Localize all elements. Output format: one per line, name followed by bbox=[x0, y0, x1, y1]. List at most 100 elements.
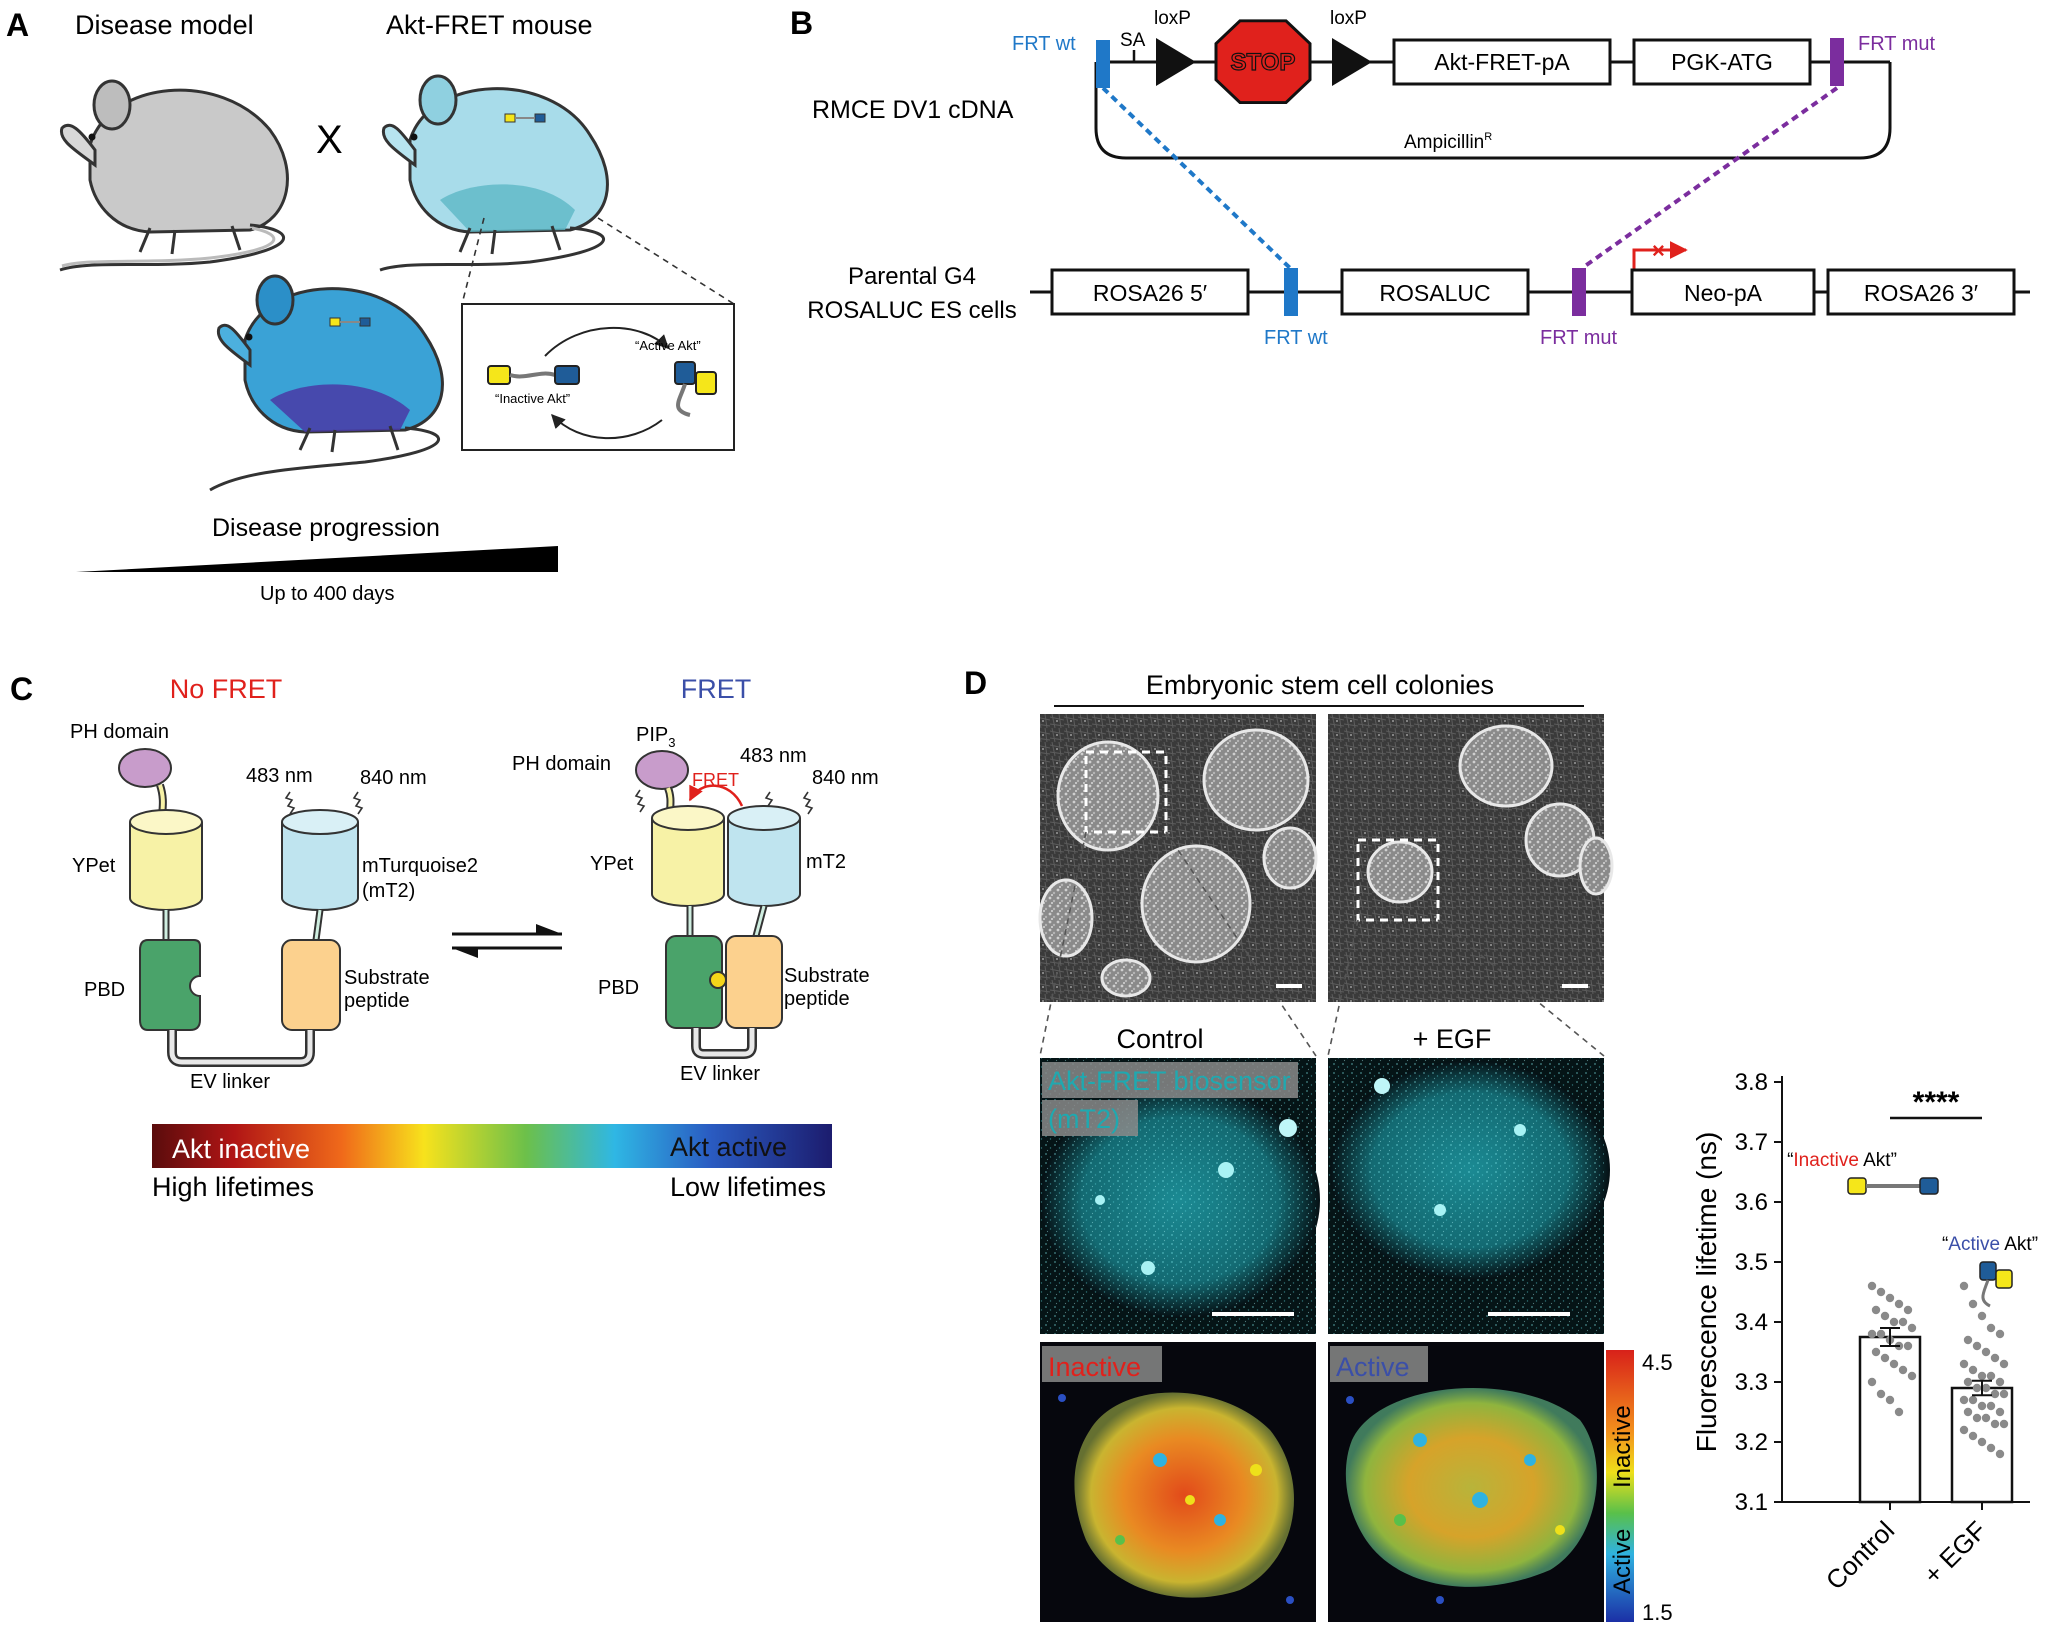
inset-active-akt-label: “Active Akt” bbox=[635, 338, 701, 353]
inactive-akt-annotation: “Inactive Akt” bbox=[1787, 1150, 1897, 1171]
y-tick-label: 3.6 bbox=[1735, 1189, 1768, 1216]
data-point bbox=[1968, 1395, 1978, 1405]
y-tick-label: 3.7 bbox=[1735, 1129, 1768, 1156]
data-point bbox=[1986, 1443, 1996, 1453]
rmce-dv1-cdna-label: RMCE DV1 cDNA bbox=[812, 96, 1014, 124]
biosensor-label-1: Akt-FRET biosensor bbox=[1048, 1066, 1291, 1096]
data-point bbox=[1999, 1389, 2009, 1399]
data-point bbox=[1977, 1311, 1987, 1321]
y-tick-label: 3.5 bbox=[1735, 1249, 1768, 1276]
biosensor-image-egf bbox=[1328, 1058, 1610, 1334]
frt-mut-top-label: FRT mut bbox=[1858, 33, 1935, 55]
data-point bbox=[1968, 1299, 1978, 1309]
data-point bbox=[1995, 1377, 2005, 1387]
mturquoise2-label: mTurquoise2 bbox=[362, 855, 478, 877]
scale-bottom-value: 1.5 bbox=[1642, 1600, 1673, 1625]
progression-wedge bbox=[76, 546, 558, 572]
plasmid-backbone bbox=[1094, 62, 1892, 160]
lifetime-image-egf bbox=[1328, 1342, 1604, 1622]
data-point bbox=[1963, 1377, 1973, 1387]
rosa26-5-label: ROSA26 5′ bbox=[1093, 280, 1207, 306]
panel-a: A Disease model Akt-FRET mouse X bbox=[6, 7, 735, 605]
no-fret-label: No FRET bbox=[170, 674, 283, 704]
data-point bbox=[1968, 1431, 1978, 1441]
data-point bbox=[1867, 1329, 1877, 1339]
frt-mut-bottom-marker bbox=[1572, 268, 1586, 316]
egf-label: + EGF bbox=[1413, 1024, 1492, 1054]
data-point bbox=[1903, 1341, 1913, 1351]
active-akt-icon bbox=[1979, 1261, 2013, 1308]
data-point bbox=[1990, 1389, 2000, 1399]
data-point bbox=[1995, 1407, 2005, 1417]
data-point bbox=[1986, 1323, 1996, 1333]
sa-label: SA bbox=[1120, 30, 1146, 51]
frt-wt-recombination-line bbox=[1101, 86, 1292, 270]
panel-d: D Embryonic stem cell colonies bbox=[964, 665, 2038, 1625]
ev-linker-left-label: EV linker bbox=[190, 1071, 270, 1093]
x-tick-label: Control bbox=[1820, 1515, 1900, 1595]
data-point bbox=[1880, 1353, 1890, 1363]
biosensor-label-2: (mT2) bbox=[1048, 1104, 1120, 1134]
scale-inactive-label: Inactive bbox=[1609, 1405, 1636, 1488]
lifetime-image-control bbox=[1040, 1342, 1316, 1622]
nm840-right-label: 840 nm bbox=[812, 767, 879, 789]
ypet-left-cylinder bbox=[129, 809, 203, 911]
rosa26-3-box bbox=[1826, 268, 2016, 316]
nm840-left-label: 840 nm bbox=[360, 767, 427, 789]
data-point bbox=[1885, 1293, 1895, 1303]
pbd-left-label: PBD bbox=[84, 979, 125, 1001]
panel-letter-d: D bbox=[964, 665, 987, 701]
pip3-label: PIP3 bbox=[636, 724, 675, 750]
up-to-400-days-label: Up to 400 days bbox=[260, 583, 395, 605]
scale-active-label: Active bbox=[1609, 1529, 1636, 1594]
mturquoise2-abbrev-label: (mT2) bbox=[362, 880, 415, 902]
ph-domain-left-label: PH domain bbox=[70, 721, 169, 743]
ypet-right-cylinder bbox=[651, 805, 725, 907]
akt-fret-pa-box bbox=[1392, 38, 1612, 86]
data-point bbox=[1959, 1359, 1969, 1369]
loxp-2-triangle bbox=[1332, 38, 1372, 86]
data-point bbox=[1990, 1353, 2000, 1363]
stop-sign: STOP bbox=[1214, 19, 1312, 104]
panel-b: B RMCE DV1 cDNA AmpicillinR FRT wt SA lo… bbox=[790, 5, 2030, 349]
akt-inactive-bar-label: Akt inactive bbox=[172, 1134, 310, 1164]
data-point bbox=[1959, 1281, 1969, 1291]
data-point bbox=[1977, 1371, 1987, 1381]
y-axis-label: Fluorescence lifetime (ns) bbox=[1691, 1132, 1722, 1453]
neo-pa-box bbox=[1630, 268, 1816, 316]
data-point bbox=[1907, 1323, 1917, 1333]
svg-text:STOP: STOP bbox=[1231, 49, 1296, 76]
panel-c: C No FRET FRET PH domain YPet 483 nm 840… bbox=[10, 671, 879, 1202]
data-point bbox=[1981, 1383, 1991, 1393]
data-point bbox=[1972, 1413, 1982, 1423]
data-point bbox=[1986, 1371, 1996, 1381]
data-point bbox=[1889, 1359, 1899, 1369]
active-image-label: Active bbox=[1336, 1352, 1410, 1382]
parental-line-2: ROSALUC ES cells bbox=[807, 297, 1016, 324]
data-point bbox=[1898, 1317, 1908, 1327]
substrate-left-label-1: Substrate bbox=[344, 967, 430, 989]
rosa26-5-box bbox=[1050, 268, 1250, 316]
significance-stars: **** bbox=[1913, 1086, 1960, 1119]
data-point bbox=[1999, 1419, 2009, 1429]
frt-wt-top-marker bbox=[1096, 40, 1110, 88]
ypet-left-label: YPet bbox=[72, 855, 116, 877]
disease-progression-label: Disease progression bbox=[212, 514, 440, 542]
high-lifetimes-label: High lifetimes bbox=[152, 1172, 314, 1202]
y-tick-label: 3.3 bbox=[1735, 1369, 1768, 1396]
data-point bbox=[1981, 1413, 1991, 1423]
frt-mut-bottom-label: FRT mut bbox=[1540, 327, 1617, 349]
data-point bbox=[1986, 1401, 1996, 1411]
pbd-right-label: PBD bbox=[598, 977, 639, 999]
frt-wt-bottom-marker bbox=[1284, 268, 1298, 316]
data-point bbox=[1963, 1407, 1973, 1417]
data-point bbox=[1907, 1371, 1917, 1381]
ev-linker-right bbox=[691, 1028, 757, 1059]
ph-domain-right-label: PH domain bbox=[512, 753, 611, 775]
pbd-left bbox=[139, 939, 201, 1031]
parental-line-1: Parental G4 bbox=[848, 263, 976, 290]
lifetime-gradient-bar bbox=[152, 1124, 832, 1168]
fret-label: FRET bbox=[681, 674, 752, 704]
ev-linker-left bbox=[167, 1030, 315, 1067]
